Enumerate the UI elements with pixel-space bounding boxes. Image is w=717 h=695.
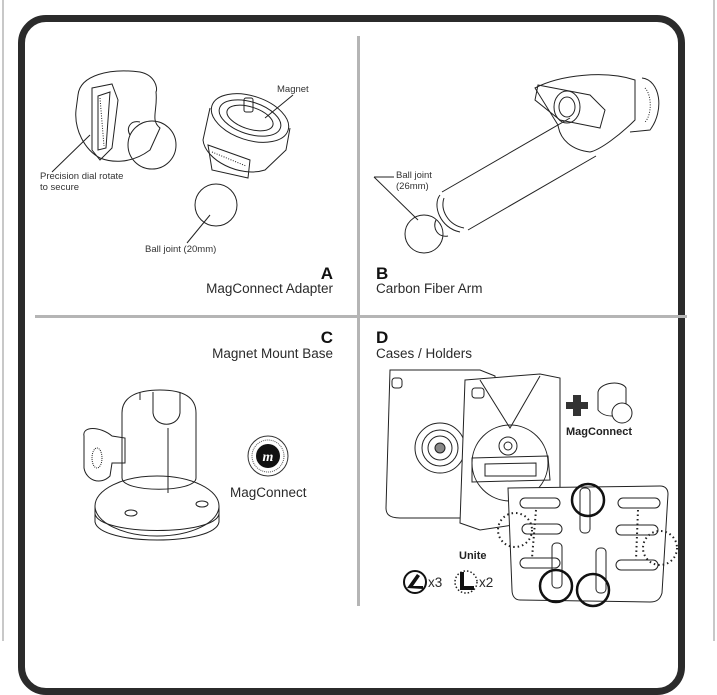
magconnect-plus-label: MagConnect — [566, 426, 632, 438]
panel-b-title: Carbon Fiber Arm — [376, 281, 483, 296]
cases-holders-illustration — [385, 369, 678, 608]
panel-c-letter: C — [320, 328, 333, 347]
unite-label: Unite — [459, 550, 487, 562]
adapter-side-view — [75, 70, 177, 170]
callout-leaders — [51, 94, 294, 244]
highlight-circles-solid — [538, 482, 611, 608]
ball-joint-26mm-callout-line2: (26mm) — [396, 181, 429, 192]
page-edge-right — [713, 0, 715, 641]
magconnect-logo: m — [247, 435, 289, 477]
adapter-angled-view — [194, 93, 291, 227]
svg-text:m: m — [263, 450, 274, 465]
arm-body — [404, 74, 660, 254]
panel-a-title: MagConnect Adapter — [206, 281, 333, 296]
vertical-divider — [357, 36, 360, 606]
page-edge-left — [2, 0, 4, 641]
dotted-clip-icon — [454, 570, 478, 594]
panel-a: Magnet Precision dial rotate to secure B… — [0, 0, 357, 315]
magnet-mount-base-illustration: m — [83, 389, 289, 541]
plus-icon — [566, 395, 588, 416]
horizontal-divider — [35, 315, 687, 318]
magconnect-adapter-thumbnail — [597, 382, 633, 424]
solid-clip-icon — [403, 570, 427, 594]
precision-dial-callout-line1: Precision dial rotate — [40, 171, 124, 182]
panel-b: Ball joint (26mm) B Carbon Fiber Arm — [360, 0, 690, 315]
ball-joint-leader — [373, 176, 419, 221]
ball-joint-26mm-callout-line1: Ball joint — [396, 170, 432, 181]
panel-c-title: Magnet Mount Base — [212, 346, 333, 361]
mount-base — [83, 389, 220, 541]
magconnect-logo-label: MagConnect — [230, 485, 307, 500]
panel-d-title: Cases / Holders — [376, 346, 473, 361]
magconnect-adapter-illustration — [51, 70, 294, 244]
holder-plate — [507, 485, 669, 603]
magnet-callout: Magnet — [277, 84, 309, 95]
dotted-clip-count: x2 — [479, 575, 494, 590]
panel-b-letter: B — [376, 264, 389, 283]
carbon-fiber-arm-illustration — [373, 74, 660, 254]
panel-a-letter: A — [320, 264, 333, 283]
precision-dial-callout-line2: to secure — [40, 182, 80, 193]
ball-joint-20mm-callout: Ball joint (20mm) — [145, 244, 217, 255]
highlight-circles-dotted — [497, 509, 678, 566]
panel-d-letter: D — [376, 328, 389, 347]
panel-d: D Cases / Holders — [360, 318, 690, 608]
panel-c: C Magnet Mount Base m MagConnect — [0, 318, 357, 608]
solid-clip-count: x3 — [428, 575, 443, 590]
